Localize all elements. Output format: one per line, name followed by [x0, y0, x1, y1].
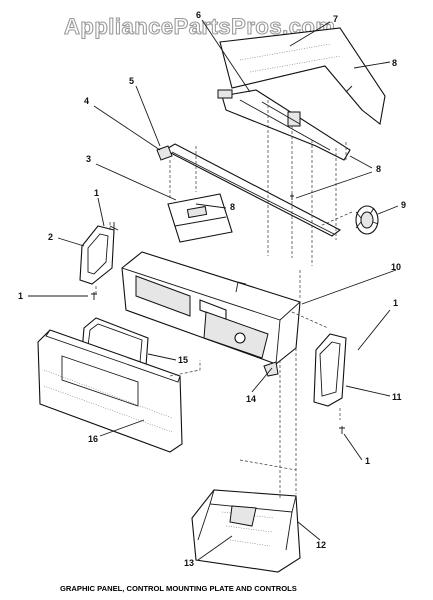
callout-15: 15	[178, 355, 188, 365]
callout-12: 12	[316, 540, 326, 550]
callout-2: 2	[48, 232, 53, 242]
clip-part-4	[156, 145, 173, 161]
watermark: AppliancePartsPros.com	[64, 14, 335, 39]
callout-1-left: 1	[18, 291, 23, 301]
callout-1-right: 1	[393, 298, 398, 308]
control-module-part-3	[167, 193, 233, 243]
callout-1-top: 1	[94, 188, 99, 198]
callout-5: 5	[129, 76, 134, 86]
callout-8-module: 8	[230, 202, 235, 212]
callout-labels: 6 7 8 5 4 3 8 8 9 1 2 10 1 1 15 11 14 16…	[18, 10, 406, 568]
diagram-caption: GRAPHIC PANEL, CONTROL MOUNTING PLATE AN…	[60, 584, 297, 593]
base-part-13	[191, 459, 301, 573]
end-cap-right-part-11	[313, 333, 347, 407]
callout-14: 14	[246, 394, 256, 404]
callout-11: 11	[392, 392, 402, 402]
assembly-dashed-lines	[95, 100, 353, 500]
callout-7: 7	[333, 14, 338, 24]
callout-16: 16	[88, 434, 98, 444]
rail-part-5	[163, 143, 342, 237]
callout-6: 6	[196, 10, 201, 20]
knob-part-9	[355, 205, 379, 235]
callout-10: 10	[391, 262, 401, 272]
callout-3: 3	[86, 154, 91, 164]
callout-1-bottom: 1	[365, 456, 370, 466]
leader-lines	[28, 19, 399, 561]
callout-9: 9	[401, 200, 406, 210]
top-cover-part-7	[219, 27, 386, 125]
callout-4: 4	[84, 96, 89, 106]
graphic-panel-part-16	[37, 329, 183, 453]
callout-8-top: 8	[392, 58, 397, 68]
callout-13: 13	[184, 558, 194, 568]
top-bracket-part-6	[217, 89, 351, 161]
control-mounting-plate-part-10	[121, 251, 301, 365]
end-cap-left-part-2	[79, 225, 115, 285]
callout-8-right: 8	[376, 164, 381, 174]
screws-part-1	[91, 85, 353, 434]
